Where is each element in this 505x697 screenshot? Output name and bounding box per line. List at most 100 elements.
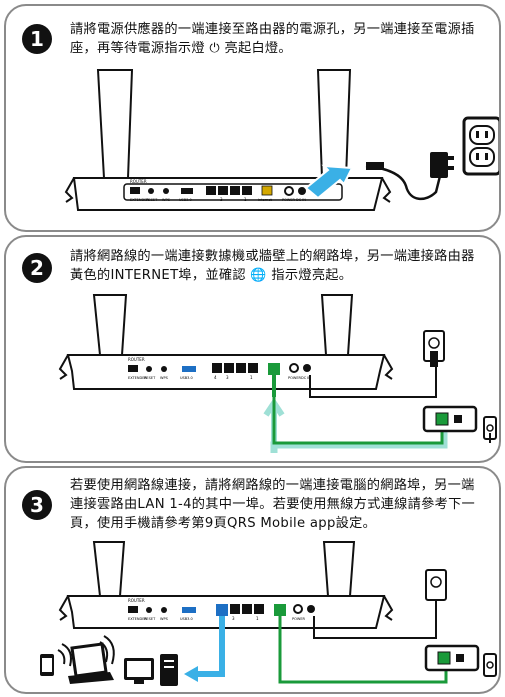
power-button <box>289 363 299 373</box>
wps-label: WPS <box>160 617 169 621</box>
dc-in-port <box>298 187 306 195</box>
power-button <box>293 604 303 614</box>
wall-outlet-small-icon <box>483 653 497 677</box>
router-antenna-left <box>92 541 126 597</box>
usb-port <box>182 607 196 613</box>
lan-port-2 <box>236 363 246 373</box>
laptop-icon <box>68 642 114 684</box>
router-antenna-right <box>322 541 356 597</box>
smartphone-icon <box>40 654 54 676</box>
wall-outlet-icon <box>425 569 447 601</box>
router-antenna-left <box>96 69 134 179</box>
extender-label: EXTENDER <box>128 376 147 380</box>
router-antenna-right <box>316 69 352 179</box>
dc-in-port <box>307 605 315 613</box>
step-2-text-before: 請將網路線的一端連接數據機或牆壁上的網路埠，另一端連接路由器黃色的INTERNE… <box>70 249 475 283</box>
router-switch-label: ROUTER <box>128 357 145 362</box>
step-1-illustration: ROUTER EXTENDER RESET WPS USB3.0 3 1 Int… <box>64 69 499 211</box>
internet-port <box>268 363 280 375</box>
router-power-cord <box>313 598 437 639</box>
router-extender-switch <box>128 365 138 372</box>
power-label: POWER <box>288 376 302 380</box>
power-button <box>284 186 294 196</box>
lan-port-4 <box>216 604 228 616</box>
modem-icon <box>422 405 478 433</box>
globe-symbol-icon: 🌐 <box>250 268 267 283</box>
lan-port-3 <box>224 363 234 373</box>
step-3-instruction: 若要使用網路線連接，請將網路線的一端連接電腦的網路埠，另一端連接雲路由LAN 1… <box>70 478 476 531</box>
desktop-monitor-icon <box>124 658 154 684</box>
plug-in-arrow <box>304 164 354 200</box>
lan-port-3 <box>230 604 240 614</box>
power-adapter-icon <box>430 152 454 178</box>
wall-outlet-small-icon <box>483 416 497 443</box>
reset-label: RESET <box>146 198 158 202</box>
wall-outlet-icon <box>423 330 445 367</box>
wps-button <box>161 366 167 372</box>
usb-label: USB3.0 <box>179 198 192 202</box>
internet-label: Internet <box>258 198 273 202</box>
lan-label-3: 3 <box>226 375 229 380</box>
usb-port <box>182 366 196 372</box>
extender-label: EXTENDER <box>128 617 147 621</box>
step-2-panel: 2 請將網路線的一端連接數據機或牆壁上的網路埠，另一端連接路由器黃色的INTER… <box>4 235 501 463</box>
lan-port-1 <box>248 363 258 373</box>
router-extender-switch <box>128 606 138 613</box>
lan-port-3 <box>218 186 228 195</box>
step-1-instruction: 請將電源供應器的一端連接至路由器的電源孔，另一端連接至電源插座，再等待電源指示燈… <box>70 20 485 58</box>
extender-label: EXTENDER <box>130 198 149 202</box>
lan-port-2 <box>242 604 252 614</box>
modem-cable <box>272 397 444 445</box>
wall-outlet-icon <box>462 116 499 176</box>
router-power-cord <box>309 367 437 398</box>
dc-in-label: DC IN <box>301 376 311 380</box>
wps-button <box>161 607 167 613</box>
modem-icon <box>424 644 480 672</box>
lan-port-4 <box>212 363 222 373</box>
lan-port-2 <box>230 186 240 195</box>
dc-plug <box>366 162 384 170</box>
internet-port <box>261 185 273 196</box>
step-2-instruction: 請將網路線的一端連接數據機或牆壁上的網路埠，另一端連接路由器黃色的INTERNE… <box>70 247 485 285</box>
reset-label: RESET <box>144 617 156 621</box>
lan-label-1: 1 <box>244 197 247 202</box>
router-switch-label: ROUTER <box>128 598 145 603</box>
wps-label: WPS <box>162 198 171 202</box>
power-symbol-icon: ⏻ <box>209 41 220 56</box>
reset-label: RESET <box>144 376 156 380</box>
dc-in-port <box>303 364 311 372</box>
usb-label: USB3.0 <box>180 376 193 380</box>
lan-label-1: 1 <box>256 616 259 621</box>
step-1-text-after: 亮起白燈。 <box>224 41 292 56</box>
router-extender-switch <box>130 187 140 194</box>
step-1-number: 1 <box>22 24 52 54</box>
lan-label-3: 3 <box>220 197 223 202</box>
lan-arrow-head <box>184 666 198 682</box>
reset-button <box>146 607 152 613</box>
lan-port-1 <box>242 186 252 195</box>
step-2-number: 2 <box>22 253 52 283</box>
lan-cable-to-computer <box>190 616 225 677</box>
usb-label: USB3.0 <box>180 617 193 621</box>
router-switch-label: ROUTER <box>130 179 147 184</box>
step-3-number: 3 <box>22 490 52 520</box>
reset-button <box>146 366 152 372</box>
power-label: POWER <box>292 617 306 621</box>
lan-port-4 <box>206 186 216 195</box>
modem-cable-highlight <box>270 423 448 453</box>
step-2-illustration: ROUTER EXTENDER RESET WPS USB3.0 4 3 1 P… <box>58 294 497 453</box>
router-antenna-right <box>320 294 354 356</box>
step-2-text-after: 指示燈亮起。 <box>271 268 353 283</box>
dc-in-label: DC IN <box>296 198 306 202</box>
wps-label: WPS <box>160 376 169 380</box>
lan-label-3: 3 <box>232 616 235 621</box>
power-label: POWER <box>282 198 296 202</box>
lan-port-1 <box>254 604 264 614</box>
internet-cable <box>278 616 448 684</box>
internet-port <box>274 604 286 616</box>
step-3-illustration: ROUTER EXTENDER RESET WPS USB3.0 3 1 POW… <box>40 541 497 686</box>
router-antenna-left <box>92 294 128 356</box>
lan-label-1: 1 <box>250 375 253 380</box>
step-1-text-before: 請將電源供應器的一端連接至路由器的電源孔，另一端連接至電源插座，再等待電源指示燈 <box>70 22 475 56</box>
reset-button <box>148 188 154 194</box>
